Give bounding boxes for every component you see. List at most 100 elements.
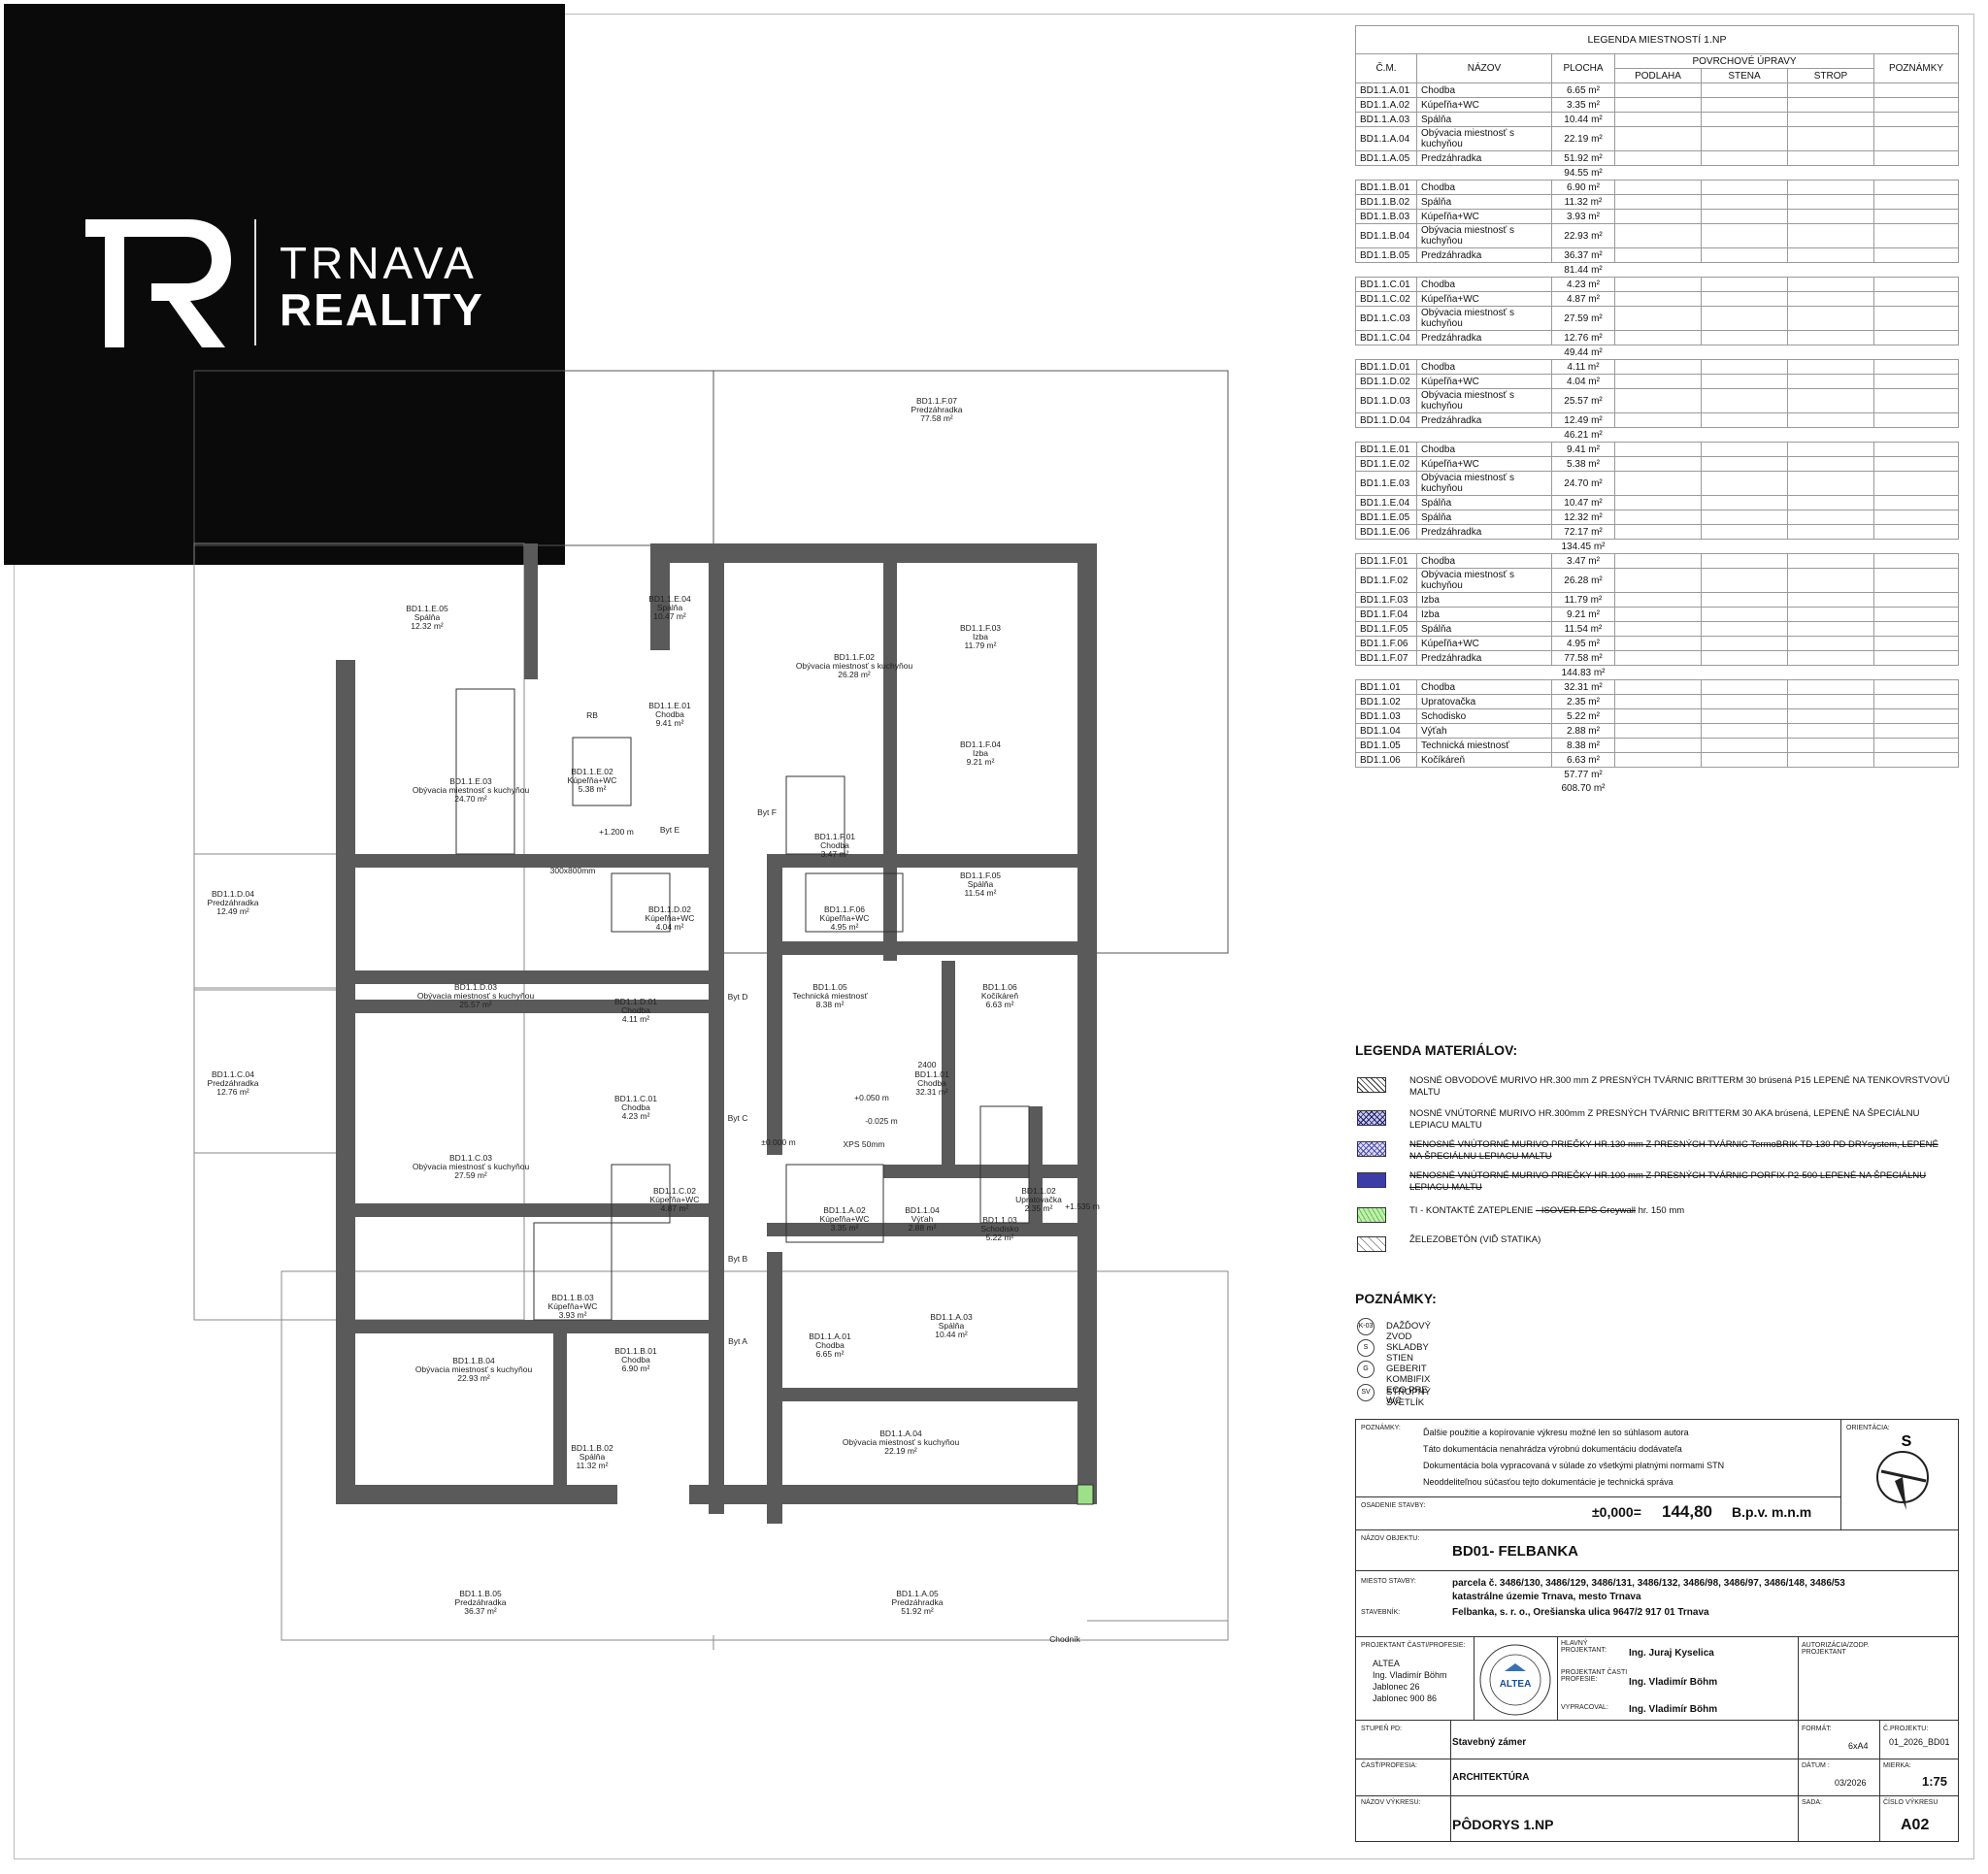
plan-room-area: 4.23 m² [622, 1111, 650, 1121]
empty-cell [1873, 694, 1959, 709]
empty-cell [1701, 82, 1788, 98]
plan-annotation: Byt A [728, 1336, 747, 1346]
empty-cell [1614, 524, 1702, 540]
room-area: 2.35 m² [1551, 694, 1615, 709]
group-total-row: 94.55 m² [1356, 166, 1959, 181]
plan-room-area: 12.76 m² [216, 1087, 249, 1097]
tb-notes: Ďalšie použitie a kopírovanie výkresu mo… [1423, 1425, 1724, 1491]
plan-room-area: 32.31 m² [915, 1087, 948, 1097]
plan-room-code: BD1.1.C.03 [449, 1153, 492, 1163]
tb-projno-label: Č.PROJEKTU: [1883, 1726, 1929, 1732]
empty-cell [1614, 112, 1702, 127]
empty-cell [1614, 412, 1702, 428]
room-code: BD1.1.F.06 [1355, 636, 1417, 651]
plan-room-area: 51.92 m² [901, 1606, 934, 1616]
spacer [1356, 263, 1552, 278]
empty-cell [1873, 471, 1959, 496]
tb-notes-label: POZNÁMKY: [1361, 1425, 1401, 1431]
room-area: 77.58 m² [1551, 650, 1615, 666]
note-text: GEBERIT KOMBIFIX ECO PRE WC [1386, 1364, 1431, 1406]
spacer [1615, 428, 1959, 443]
col-ceiling: STROP [1787, 68, 1874, 83]
plan-room-area: 4.11 m² [622, 1014, 649, 1024]
room-area: 36.37 m² [1551, 247, 1615, 263]
room-area: 11.79 m² [1551, 592, 1615, 608]
plan-room-name: Izba [973, 748, 988, 758]
room-area: 6.65 m² [1551, 82, 1615, 98]
room-name: Spálňa [1416, 510, 1552, 525]
room-code: BD1.1.F.02 [1355, 568, 1417, 593]
plan-room-code: BD1.1.B.02 [571, 1443, 613, 1453]
plan-room-code: BD1.1.04 [905, 1205, 940, 1215]
empty-cell [1787, 291, 1874, 307]
room-code: BD1.1.E.05 [1355, 510, 1417, 525]
room-name: Kúpeľňa+WC [1416, 291, 1552, 307]
room-name: Schodisko [1416, 708, 1552, 724]
empty-cell [1614, 359, 1702, 375]
plan-room-name: Obývacia miestnosť s kuchyňou [415, 1364, 533, 1374]
tb-hline [1355, 1795, 1959, 1796]
logo-block [4, 4, 565, 565]
group-total-row: 46.21 m² [1356, 428, 1959, 443]
empty-cell [1873, 495, 1959, 510]
plan-room-code: BD1.1.F.03 [960, 623, 1001, 633]
plan-room-name: Predzáhradka [208, 898, 259, 907]
spacer [1615, 781, 1959, 795]
room-code: BD1.1.B.03 [1355, 209, 1417, 224]
empty-cell [1614, 495, 1702, 510]
tb-designer-line: ALTEA [1373, 1659, 1400, 1668]
empty-cell [1614, 679, 1702, 695]
empty-cell [1873, 277, 1959, 292]
plan-room-area: 6.90 m² [622, 1364, 650, 1373]
room-area: 11.32 m² [1551, 194, 1615, 210]
empty-cell [1873, 568, 1959, 593]
tb-auth-label: AUTORIZÁCIA/ZODP. PROJEKTANT [1802, 1642, 1870, 1656]
empty-cell [1614, 247, 1702, 263]
empty-cell [1873, 723, 1959, 739]
plan-room-code: BD1.1.C.01 [614, 1094, 657, 1103]
plan-room-area: 25.57 m² [459, 1000, 492, 1009]
plan-room-area: 11.54 m² [965, 888, 997, 898]
empty-cell [1701, 471, 1788, 496]
empty-cell [1873, 209, 1959, 224]
room-area: 32.31 m² [1551, 679, 1615, 695]
plan-room-area: 6.65 m² [816, 1349, 845, 1359]
plan-room-name: Chodba [655, 709, 684, 719]
empty-cell [1614, 456, 1702, 472]
tb-designer-line: Jablonec 26 [1373, 1682, 1420, 1692]
plan-room-code: BD1.1.05 [812, 982, 847, 992]
group-total: 94.55 m² [1564, 167, 1603, 179]
tb-scale-label: MIERKA: [1883, 1762, 1911, 1769]
empty-cell [1614, 694, 1702, 709]
empty-cell [1614, 607, 1702, 622]
plan-room-area: 9.41 m² [656, 718, 684, 728]
room-code: BD1.1.E.01 [1355, 442, 1417, 457]
room-code: BD1.1.F.03 [1355, 592, 1417, 608]
room-area: 4.23 m² [1551, 277, 1615, 292]
empty-cell [1873, 510, 1959, 525]
plan-room-area: 36.37 m² [464, 1606, 497, 1616]
plan-room-code: BD1.1.E.03 [449, 776, 492, 786]
room-name: Obývacia miestnosť s kuchyňou [1416, 306, 1552, 331]
material-item: NENOSNÉ VNÚTORNÉ MURIVO PRIEČKY HR.130 m… [1355, 1137, 1957, 1167]
room-name: Obývacia miestnosť s kuchyňou [1416, 388, 1552, 413]
plan-annotation: XPS 50mm [844, 1139, 885, 1149]
material-swatch-icon [1357, 1236, 1386, 1252]
material-item: NOSNÉ VNÚTORNÉ MURIVO HR.300mm Z PRESNÝC… [1355, 1106, 1957, 1135]
plan-room-code: BD1.1.F.02 [834, 652, 875, 662]
room-area: 72.17 m² [1551, 524, 1615, 540]
empty-cell [1787, 456, 1874, 472]
empty-cell [1701, 412, 1788, 428]
empty-cell [1787, 607, 1874, 622]
materials-title: LEGENDA MATERIÁLOV: [1355, 1042, 1518, 1058]
tb-designer-label: PROJEKTANT ČASTI/PROFESIE: [1361, 1642, 1466, 1649]
room-name: Chodba [1416, 277, 1552, 292]
